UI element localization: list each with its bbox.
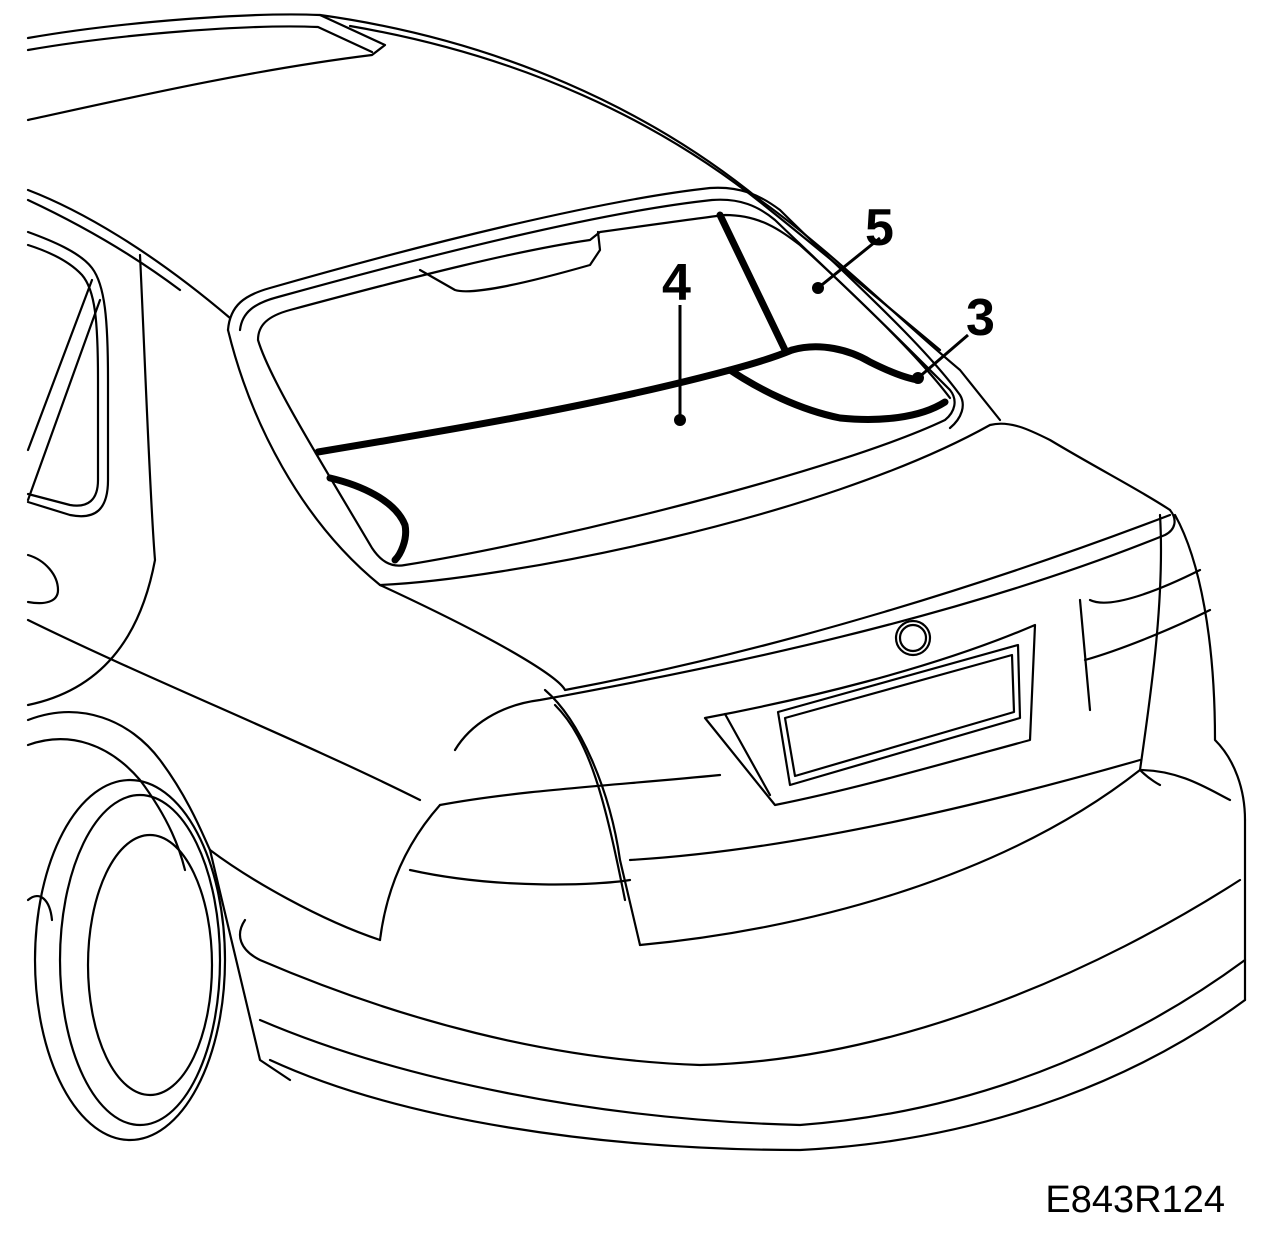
callout-3: 3 (912, 289, 995, 384)
callout-5-point (812, 282, 824, 294)
callout-3-point (912, 372, 924, 384)
figure-code: E843R124 (1045, 1179, 1225, 1221)
callout-4-label: 4 (662, 254, 691, 312)
callout-5-leader (817, 236, 881, 290)
callout-3-label: 3 (966, 289, 995, 347)
car-body-outline (26, 13, 1247, 1152)
rear-window-elements (314, 211, 949, 564)
callout-3-leader (917, 333, 969, 380)
callout-5-label: 5 (865, 199, 894, 257)
callout-4-point (674, 414, 686, 426)
callout-4: 4 (662, 254, 691, 426)
callout-5: 5 (812, 199, 894, 294)
